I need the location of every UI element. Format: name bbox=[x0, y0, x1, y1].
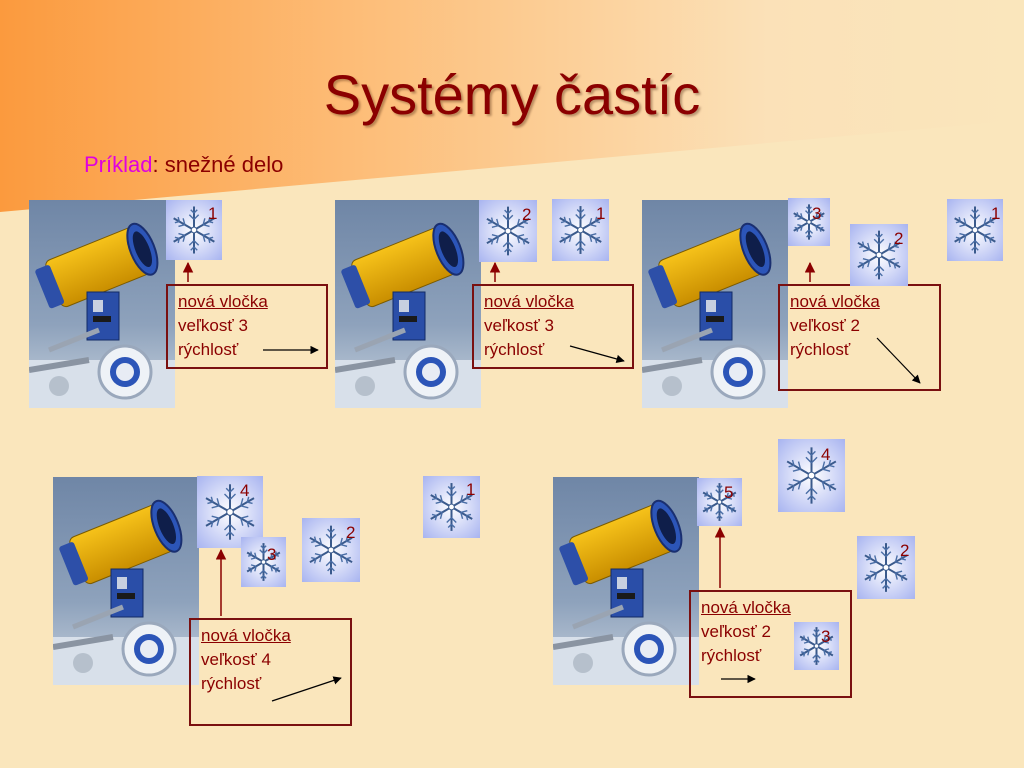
flake-number: 2 bbox=[894, 229, 904, 248]
box-title: nová vločka bbox=[201, 626, 291, 645]
slide-subtitle: Príklad: snežné delo bbox=[84, 152, 283, 178]
flake-number: 1 bbox=[596, 204, 606, 223]
box-speed: rýchlosť bbox=[201, 674, 262, 693]
flake-number: 3 bbox=[267, 545, 277, 564]
flake-number: 1 bbox=[208, 204, 218, 223]
flake-number: 1 bbox=[991, 204, 1001, 223]
flake-number: 3 bbox=[812, 204, 822, 223]
box-speed: rýchlosť bbox=[701, 646, 762, 665]
info-box: nová vločka veľkosť 3 rýchlosť bbox=[472, 284, 634, 369]
box-size: veľkosť 2 bbox=[790, 316, 860, 335]
subtitle-keyword: Príklad bbox=[84, 152, 153, 177]
snowflake-icon bbox=[552, 199, 609, 261]
snowflake-icon bbox=[788, 198, 830, 246]
snowflake-icon bbox=[947, 199, 1003, 261]
snow-cannon-image bbox=[553, 477, 699, 685]
velocity-arrow bbox=[876, 337, 921, 384]
snowflake-icon bbox=[479, 200, 537, 262]
flake-number: 5 bbox=[724, 483, 734, 502]
snowflake-icon bbox=[166, 200, 222, 260]
info-box: nová vločka veľkosť 2 rýchlosť bbox=[689, 590, 852, 698]
snowflake-icon bbox=[302, 518, 360, 582]
box-title: nová vločka bbox=[701, 598, 791, 617]
info-box: nová vločka veľkosť 3 rýchlosť bbox=[166, 284, 328, 369]
box-speed: rýchlosť bbox=[484, 340, 545, 359]
flake-number: 4 bbox=[821, 445, 831, 464]
snow-cannon-image bbox=[53, 477, 199, 685]
snowflake-icon bbox=[697, 478, 742, 526]
flake-number: 2 bbox=[346, 523, 356, 542]
box-speed: rýchlosť bbox=[790, 340, 851, 359]
snowflake-icon bbox=[857, 536, 915, 599]
flake-number: 2 bbox=[522, 205, 532, 224]
snowflake-icon bbox=[423, 476, 480, 538]
box-size: veľkosť 3 bbox=[178, 316, 248, 335]
snowflake-icon bbox=[241, 537, 286, 587]
snowflake-icon bbox=[850, 224, 908, 286]
flake-number: 2 bbox=[900, 541, 910, 560]
snow-cannon-image bbox=[642, 200, 788, 408]
box-size: veľkosť 3 bbox=[484, 316, 554, 335]
flake-number: 4 bbox=[240, 481, 250, 500]
snowflake-icon bbox=[778, 439, 845, 512]
snowflake-icon bbox=[197, 476, 263, 548]
box-speed: rýchlosť bbox=[178, 340, 239, 359]
flake-number: 3 bbox=[821, 627, 831, 646]
velocity-arrow bbox=[271, 676, 342, 702]
snow-cannon-image bbox=[29, 200, 175, 408]
snow-cannon-image bbox=[335, 200, 481, 408]
snowflake-icon bbox=[794, 622, 839, 670]
box-size: veľkosť 4 bbox=[201, 650, 271, 669]
box-title: nová vločka bbox=[178, 292, 268, 311]
subtitle-text: : snežné delo bbox=[152, 152, 284, 177]
background-gradient bbox=[0, 0, 1024, 212]
box-size: veľkosť 2 bbox=[701, 622, 771, 641]
slide-title: Systémy častíc bbox=[323, 63, 701, 126]
flake-number: 1 bbox=[466, 480, 476, 499]
box-title: nová vločka bbox=[790, 292, 880, 311]
velocity-arrow bbox=[569, 345, 625, 364]
box-title: nová vločka bbox=[484, 292, 574, 311]
info-box: nová vločka veľkosť 4 rýchlosť bbox=[189, 618, 352, 726]
